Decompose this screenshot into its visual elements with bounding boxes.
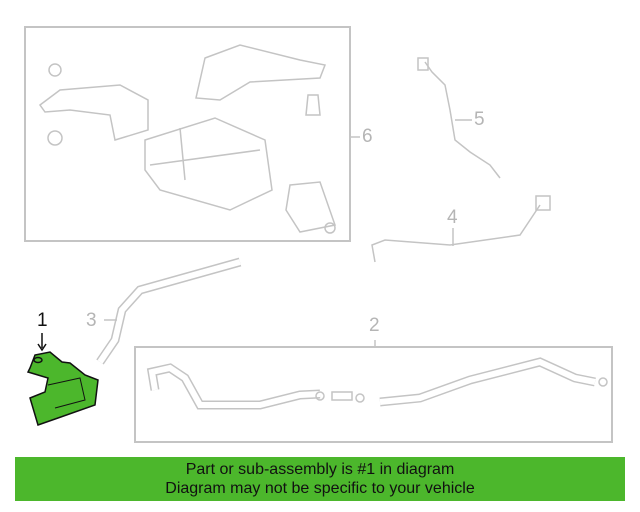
part-5-sensor [417, 57, 501, 179]
callout-2: 2 [369, 315, 380, 336]
group-2-hoses [134, 340, 613, 443]
part-info-banner: Part or sub-assembly is #1 in diagram Di… [15, 457, 625, 501]
callout-1: 1 [37, 310, 48, 331]
banner-line-1: Part or sub-assembly is #1 in diagram [185, 461, 455, 478]
callout-6: 6 [362, 126, 373, 147]
callout-4: 4 [447, 207, 458, 228]
callout-5: 5 [474, 109, 485, 130]
part-1-highlighted [26, 333, 99, 426]
callout-3: 3 [86, 310, 97, 331]
part-3-hose [96, 257, 242, 365]
banner-line-2: Diagram may not be specific to your vehi… [165, 480, 475, 497]
part-4-sensor [371, 195, 551, 263]
group-6-canister-assembly [24, 26, 360, 242]
